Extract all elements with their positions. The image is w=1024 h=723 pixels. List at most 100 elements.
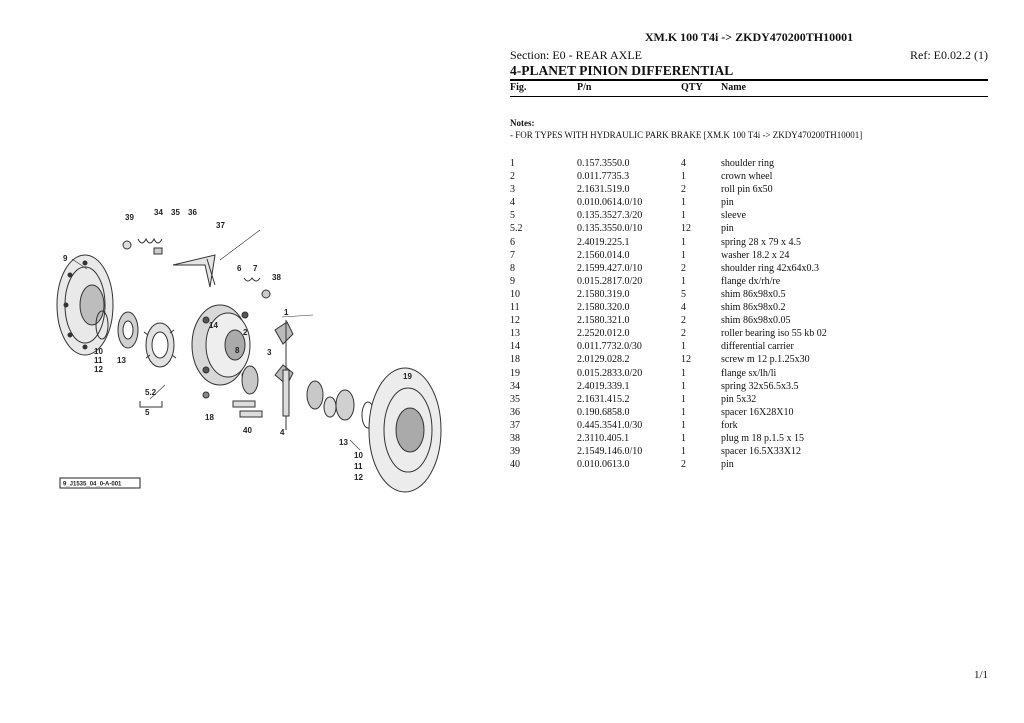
part-name: pin 5x32 [721, 393, 757, 405]
part-qty: 12 [681, 354, 691, 366]
part-name: spring 28 x 79 x 4.5 [721, 236, 801, 248]
part-fig: 14 [510, 341, 520, 353]
part-number: 0.135.3527.3/20 [577, 210, 643, 222]
part-number: 0.135.3550.0/10 [577, 223, 643, 235]
part-qty: 1 [681, 419, 686, 431]
part-qty: 2 [681, 459, 686, 471]
part-fig: 7 [510, 249, 515, 261]
part-name: screw m 12 p.1.25x30 [721, 354, 810, 366]
part-qty: 1 [681, 210, 686, 222]
callout-label: 11 [94, 356, 103, 365]
part-qty: 12 [681, 223, 691, 235]
parts-panel: XM.K 100 T4i -> ZKDY470200TH10001 Sectio… [510, 30, 988, 471]
part-number: 2.1631.519.0 [577, 184, 630, 196]
callout-label: 4 [280, 428, 285, 437]
callout-label: 13 [117, 356, 126, 365]
callout-label: 10 [94, 347, 103, 356]
part-number: 2.1580.321.0 [577, 315, 630, 327]
callout-label: 12 [94, 365, 103, 374]
callout-label: 36 [188, 208, 197, 217]
part-fig: 36 [510, 406, 520, 418]
part-name: shim 86x98x0.05 [721, 315, 791, 327]
callout-label: 18 [205, 413, 214, 422]
differential-carrier [191, 304, 251, 386]
callout-label: 1 [284, 308, 289, 317]
part-fig: 19 [510, 367, 520, 379]
part-number: 0.010.0613.0 [577, 459, 630, 471]
header-rule [510, 79, 988, 81]
pins [202, 369, 290, 418]
callout-label: 12 [354, 473, 363, 482]
pinion-gears [241, 365, 337, 418]
part-fig: 35 [510, 393, 520, 405]
callout-label: 35 [171, 208, 180, 217]
part-fig: 3 [510, 184, 515, 196]
callout-bracket [139, 401, 163, 408]
part-name: flange sx/lh/li [721, 367, 777, 379]
fork-assembly [122, 237, 271, 299]
section-label: Section: E0 - REAR AXLE [510, 48, 642, 62]
part-name: plug m 18 p.1.5 x 15 [721, 432, 805, 444]
part-name: spacer 16.5X33X12 [721, 446, 801, 458]
part-fig: 5.2 [510, 223, 523, 235]
part-qty: 1 [681, 275, 686, 287]
column-rule [510, 96, 988, 97]
part-qty: 2 [681, 315, 686, 327]
callout-label: 34 [154, 208, 163, 217]
left-shim-ring [95, 310, 109, 340]
callout-label: 8 [235, 346, 240, 355]
part-fig: 8 [510, 262, 515, 274]
part-qty: 5 [681, 288, 686, 300]
part-fig: 13 [510, 328, 520, 340]
section-row: Section: E0 - REAR AXLE Ref: E0.02.2 (1) [510, 48, 988, 62]
part-qty: 1 [681, 171, 686, 183]
part-fig: 5 [510, 210, 515, 222]
part-fig: 37 [510, 419, 520, 431]
part-number: 2.2520.012.0 [577, 328, 630, 340]
group-title: 4-PLANET PINION DIFFERENTIAL [510, 63, 734, 78]
part-number: 0.011.7732.0/30 [577, 341, 642, 353]
callout-label: 19 [403, 372, 412, 381]
part-number: 0.011.7735.3 [577, 171, 630, 183]
part-number: 0.157.3550.0 [577, 158, 630, 169]
part-number: 2.1580.319.0 [577, 288, 630, 300]
part-fig: 4 [510, 197, 515, 209]
col-qty: QTY [681, 82, 703, 93]
callout-label: 5 [145, 408, 150, 417]
part-name: shim 86x98x0.2 [721, 302, 786, 314]
part-number: 2.4019.339.1 [577, 380, 630, 392]
part-fig: 1 [510, 158, 515, 169]
part-qty: 1 [681, 249, 686, 261]
notes-block: Notes: - FOR TYPES WITH HYDRAULIC PARK B… [510, 117, 988, 141]
part-qty: 1 [681, 432, 686, 444]
part-number: 2.3110.405.1 [577, 432, 630, 444]
right-flange [368, 367, 442, 493]
col-fig: Fig. [510, 82, 527, 93]
left-flange [56, 254, 114, 356]
part-qty: 1 [681, 236, 686, 248]
part-name: pin [721, 197, 734, 209]
notes-text: - FOR TYPES WITH HYDRAULIC PARK BRAKE [X… [510, 130, 863, 140]
notes-label: Notes: [510, 118, 535, 128]
part-name: differential carrier [721, 341, 794, 353]
part-fig: 34 [510, 380, 520, 392]
page-number: 1/1 [973, 669, 988, 681]
callout-label: 10 [354, 451, 363, 460]
part-number: 2.1549.146.0/10 [577, 446, 643, 458]
part-name: spring 32x56.5x3.5 [721, 380, 799, 392]
part-number: 2.1631.415.2 [577, 393, 630, 405]
